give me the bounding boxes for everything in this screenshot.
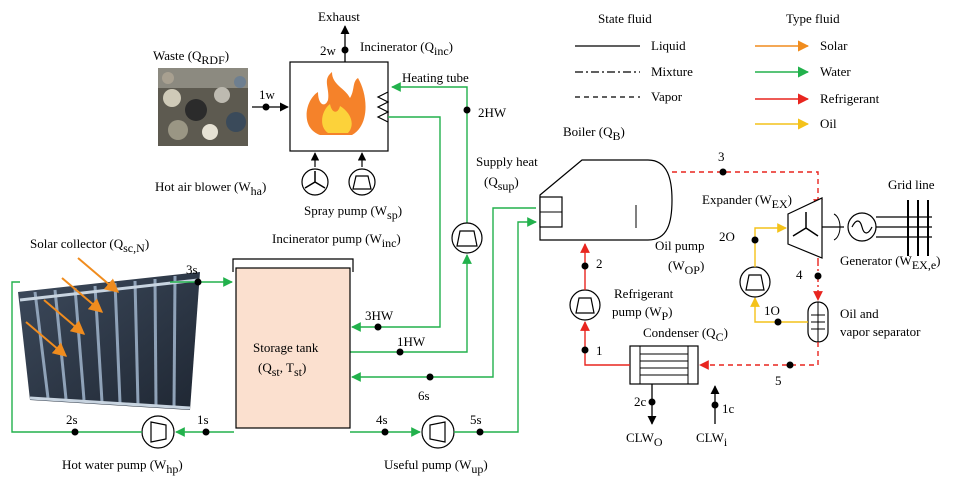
point-4s: 4s (376, 412, 388, 427)
spray-pump-label: Spray pump (Wsp) (304, 203, 402, 222)
oil-pump-icon (739, 266, 771, 298)
boiler (539, 159, 673, 241)
grid-line-label: Grid line (888, 177, 935, 192)
flame-icon (306, 72, 366, 135)
incinerator-label: Incinerator (Qinc) (360, 39, 453, 58)
point-3: 3 (718, 149, 725, 164)
condenser-label: Condenser (QC) (643, 325, 728, 344)
oil-pump-label-2: (WOP) (668, 258, 704, 277)
point-1w: 1w (259, 87, 276, 102)
incinerator-pump-icon (451, 222, 483, 254)
expander-label: Expander (WEX) (702, 192, 792, 211)
point-2w: 2w (320, 43, 337, 58)
point-1c: 1c (722, 401, 735, 416)
waste-image (158, 68, 248, 146)
legend-water: Water (820, 64, 851, 79)
hot-water-pump-label: Hot water pump (Whp) (62, 457, 183, 476)
storage-tank-label: Storage tank (253, 340, 319, 355)
legend-liquid: Liquid (651, 38, 686, 53)
waste-label: Waste (QRDF) (153, 48, 229, 67)
point-5s: 5s (470, 412, 482, 427)
refrigerant-pump-label-2: pump (WP) (612, 304, 673, 323)
refrigerant-pump-label-1: Refrigerant (614, 286, 674, 301)
legend-solar: Solar (820, 38, 848, 53)
solar-collector-image (18, 272, 200, 410)
point-1s: 1s (197, 412, 209, 427)
condenser (629, 345, 699, 385)
useful-pump-label: Useful pump (Wup) (384, 457, 488, 476)
legend-oil: Oil (820, 116, 837, 131)
point-5: 5 (775, 373, 782, 388)
hot-water-pump-icon (141, 415, 175, 449)
point-3s: 3s (186, 262, 198, 277)
point-1O: 1O (764, 303, 780, 318)
legend-type-title: Type fluid (786, 11, 840, 26)
supply-heat-label: Supply heat (476, 154, 538, 169)
point-2: 2 (596, 256, 603, 271)
exhaust-label: Exhaust (318, 9, 360, 24)
generator-label: Generator (WEX,e) (840, 253, 941, 272)
useful-pump-icon (421, 415, 455, 449)
legend-state-title: State fluid (598, 11, 652, 26)
heating-tube-label: Heating tube (402, 70, 469, 85)
point-2c: 2c (634, 394, 647, 409)
clw-out-label: CLWO (626, 430, 663, 449)
legend-vapor: Vapor (651, 89, 683, 104)
storage-tank (235, 267, 351, 429)
legend-mixture: Mixture (651, 64, 693, 79)
point-3HW: 3HW (365, 308, 394, 323)
legend-refrigerant: Refrigerant (820, 91, 880, 106)
point-6s: 6s (418, 388, 430, 403)
point-1HW: 1HW (397, 334, 426, 349)
point-2O: 2O (719, 229, 735, 244)
point-1: 1 (596, 343, 603, 358)
solar-collector-label: Solar collector (Qsc,N) (30, 236, 149, 255)
incinerator-pump-label: Incinerator pump (Winc) (272, 231, 401, 250)
point-4: 4 (796, 267, 803, 282)
storage-tank-vars: (Qst, Tst) (258, 360, 306, 379)
oil-separator-label-2: vapor separator (840, 324, 921, 339)
refrigerant-pump-icon (569, 289, 601, 321)
supply-heat-var: (Qsup) (484, 174, 519, 193)
clw-in-label: CLWi (696, 430, 728, 449)
oil-separator-label-1: Oil and (840, 306, 879, 321)
boiler-label: Boiler (QB) (563, 124, 625, 143)
point-2HW: 2HW (478, 105, 507, 120)
legend: State fluid Liquid Mixture Vapor Type fl… (575, 11, 880, 131)
oil-pump-label-1: Oil pump (655, 238, 704, 253)
point-2s: 2s (66, 412, 78, 427)
heating-coil (376, 91, 390, 123)
hot-air-blower-label: Hot air blower (Wha) (155, 179, 266, 198)
spray-pump-icon (348, 168, 376, 196)
